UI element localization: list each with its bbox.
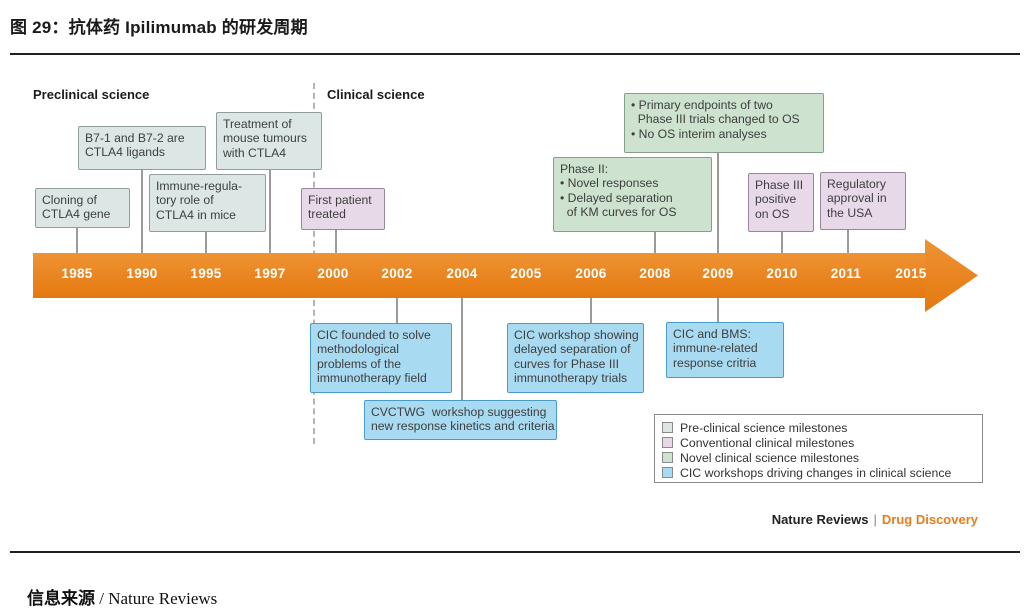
milestone-cic-founded: CIC founded to solve methodological prob… xyxy=(310,323,452,393)
year-label: 2008 xyxy=(639,266,671,281)
year-label: 1997 xyxy=(254,266,286,281)
legend-swatch-cic xyxy=(662,467,673,478)
legend-item-cic: CIC workshops driving changes in clinica… xyxy=(662,465,982,480)
milestone-primary-endpoints: • Primary endpoints of two Phase III tri… xyxy=(624,93,824,153)
source-line: 信息来源 / Nature Reviews xyxy=(10,564,217,608)
legend-item-preclinical: Pre-clinical science milestones xyxy=(662,420,982,435)
legend-item-novel: Novel clinical science milestones xyxy=(662,450,982,465)
connector-line xyxy=(76,228,78,253)
legend-swatch-conventional xyxy=(662,437,673,448)
connector-line xyxy=(781,232,783,253)
connector-line xyxy=(335,230,337,253)
year-label: 2010 xyxy=(766,266,798,281)
year-label: 2011 xyxy=(830,266,862,281)
legend-swatch-novel xyxy=(662,452,673,463)
attribution-separator: | xyxy=(873,512,877,527)
milestone-mouse-tumours: Treatment of mouse tumours with CTLA4 xyxy=(216,112,322,170)
year-label: 2000 xyxy=(317,266,349,281)
milestone-cic-bms: CIC and BMS: immune-related response cri… xyxy=(666,322,784,378)
timeline-arrow xyxy=(33,239,978,312)
legend-swatch-preclinical xyxy=(662,422,673,433)
milestone-b7-ligands: B7-1 and B7-2 are CTLA4 ligands xyxy=(78,126,206,170)
legend-item-conventional: Conventional clinical milestones xyxy=(662,435,982,450)
connector-line xyxy=(141,170,143,253)
section-label-preclinical: Preclinical science xyxy=(33,87,150,102)
connector-line xyxy=(205,232,207,253)
year-label: 2002 xyxy=(381,266,413,281)
milestone-phase2: Phase II: • Novel responses • Delayed se… xyxy=(553,157,712,232)
connector-line xyxy=(461,298,463,400)
source-name: / Nature Reviews xyxy=(95,589,218,608)
milestone-cvctwg: CVCTWG workshop suggesting new response … xyxy=(364,400,557,440)
connector-line xyxy=(717,298,719,322)
legend: Pre-clinical science milestones Conventi… xyxy=(654,414,983,483)
year-label: 1985 xyxy=(61,266,93,281)
year-label: 1995 xyxy=(190,266,222,281)
figure-title: 图 29：抗体药 Ipilimumab 的研发周期 xyxy=(10,18,308,37)
footer-divider-rule xyxy=(10,551,1020,553)
year-label: 2005 xyxy=(510,266,542,281)
legend-label: CIC workshops driving changes in clinica… xyxy=(680,465,952,480)
source-prefix: 信息来源 xyxy=(27,589,95,608)
legend-label: Conventional clinical milestones xyxy=(680,435,855,450)
connector-line xyxy=(590,298,592,323)
milestone-phase3-positive: Phase III positive on OS xyxy=(748,173,814,232)
connector-line xyxy=(654,232,656,253)
milestone-regulatory-approval: Regulatory approval in the USA xyxy=(820,172,906,230)
connector-line xyxy=(269,170,271,253)
legend-label: Novel clinical science milestones xyxy=(680,450,860,465)
year-label: 1990 xyxy=(126,266,158,281)
milestone-immune-regulatory: Immune-regula- tory role of CTLA4 in mic… xyxy=(149,174,266,232)
year-label: 2006 xyxy=(575,266,607,281)
attribution-journal: Nature Reviews xyxy=(771,512,869,527)
year-label: 2009 xyxy=(702,266,734,281)
milestone-cic-workshop: CIC workshop showing delayed separation … xyxy=(507,323,644,393)
connector-line xyxy=(717,153,719,253)
connector-line xyxy=(396,298,398,323)
title-divider-rule xyxy=(10,53,1020,55)
connector-line xyxy=(847,230,849,253)
milestone-first-patient: First patient treated xyxy=(301,188,385,230)
legend-label: Pre-clinical science milestones xyxy=(680,420,848,435)
year-label: 2004 xyxy=(446,266,478,281)
milestone-cloning-ctla4: Cloning of CTLA4 gene xyxy=(35,188,130,228)
year-label: 2015 xyxy=(895,266,927,281)
journal-attribution: Nature Reviews | Drug Discovery xyxy=(772,512,978,527)
section-label-clinical: Clinical science xyxy=(327,87,425,102)
attribution-publication: Drug Discovery xyxy=(881,512,978,527)
